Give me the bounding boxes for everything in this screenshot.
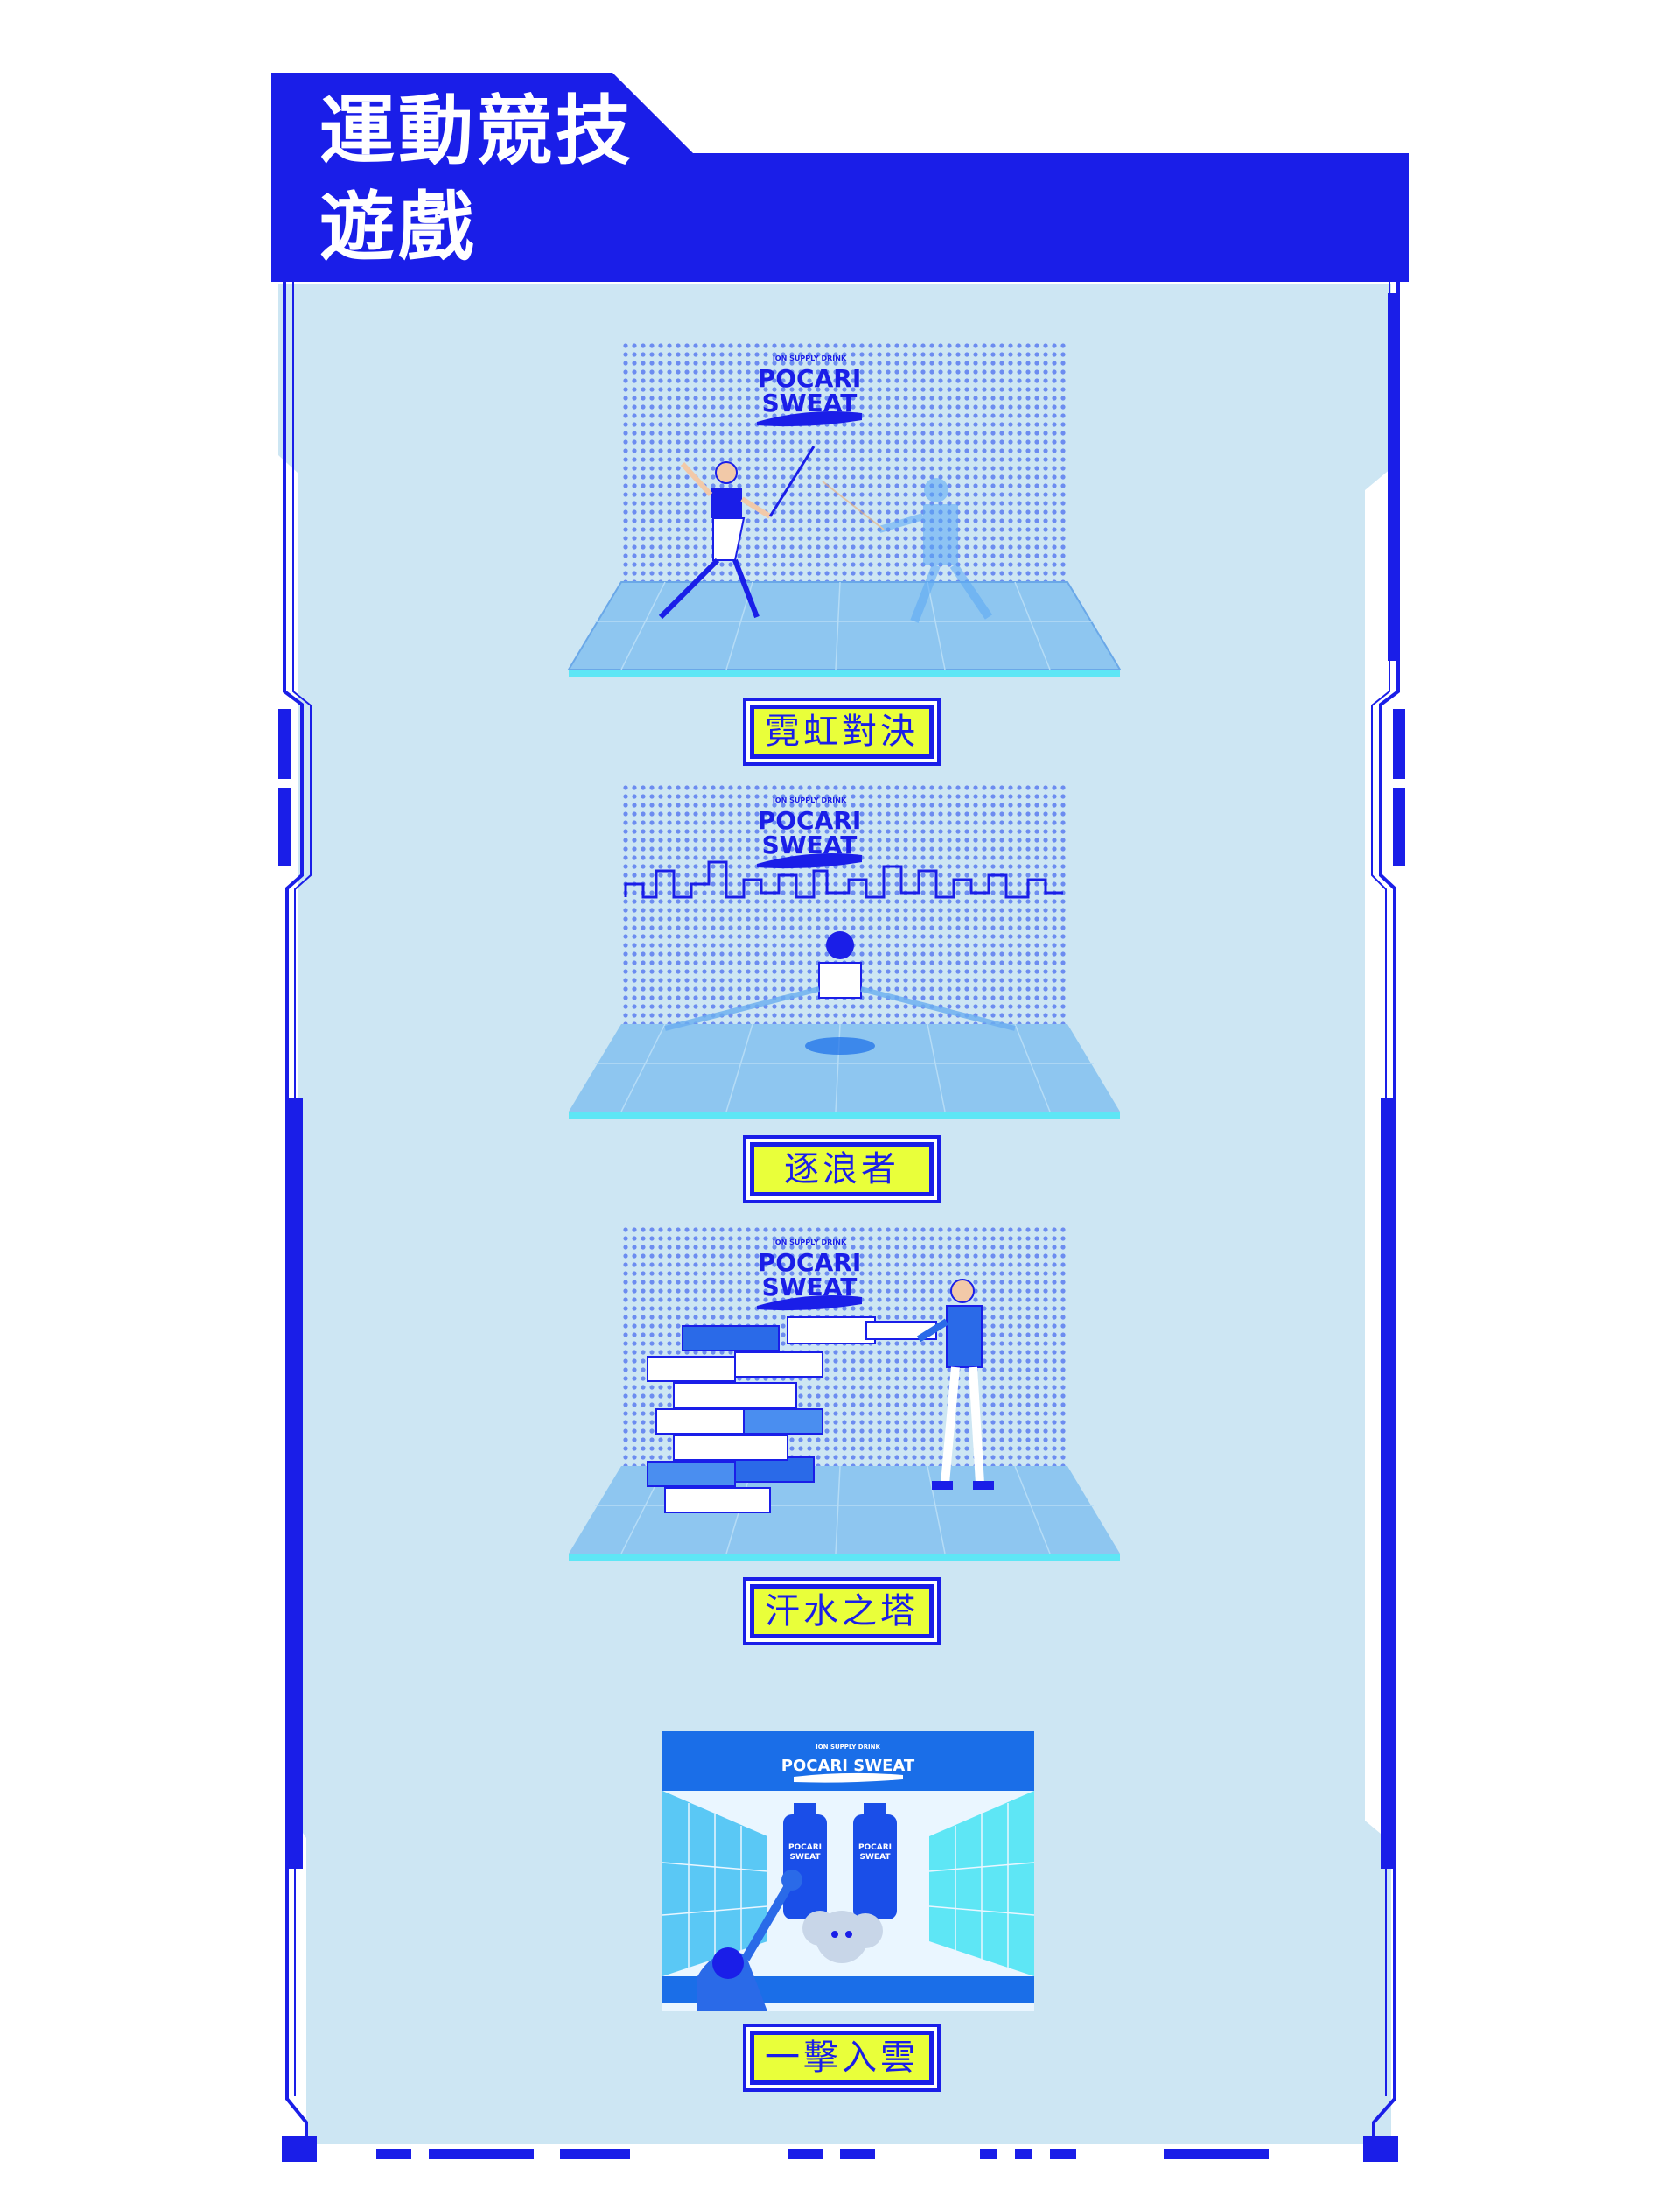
scene-tower: ION SUPPLY DRINK POCARI SWEAT xyxy=(569,1225,1120,1561)
svg-text:ION SUPPLY DRINK: ION SUPPLY DRINK xyxy=(773,1238,847,1246)
scene-cloud-punch: ION SUPPLY DRINK POCARI SWEAT POCARI SWE… xyxy=(662,1731,1034,2011)
city-skyline xyxy=(624,860,1063,899)
player-icon xyxy=(697,1870,802,2011)
bottle-icon: POCARI SWEAT xyxy=(783,1803,827,1919)
svg-text:SWEAT: SWEAT xyxy=(860,1853,892,1862)
svg-text:SWEAT: SWEAT xyxy=(790,1853,822,1862)
game-label-cloud-punch[interactable]: 一擊入雲 xyxy=(750,2031,934,2085)
ghost-fencer-icon xyxy=(822,478,993,623)
game-label-sweat-tower[interactable]: 汗水之塔 xyxy=(750,1584,934,1638)
svg-text:POCARI: POCARI xyxy=(858,1843,892,1852)
cloud-mascot-icon xyxy=(802,1911,883,1963)
page-title-line1: 運動競技 xyxy=(319,88,634,175)
block-tower-icon xyxy=(647,1316,937,1513)
game-label-wave-chaser[interactable]: 逐浪者 xyxy=(750,1142,934,1196)
brand-logo: ION SUPPLY DRINK POCARI SWEAT xyxy=(757,796,862,869)
brand-logo: ION SUPPLY DRINK POCARI SWEAT xyxy=(781,1743,915,1783)
scene-fencing: ION SUPPLY DRINK POCARI SWEAT xyxy=(567,341,1122,677)
svg-text:ION SUPPLY DRINK: ION SUPPLY DRINK xyxy=(773,354,847,362)
brand-logo: ION SUPPLY DRINK POCARI SWEAT xyxy=(757,1238,862,1311)
svg-text:POCARI SWEAT: POCARI SWEAT xyxy=(781,1757,915,1775)
scene-rowing: ION SUPPLY DRINK POCARI SWEAT xyxy=(569,783,1120,1119)
svg-text:POCARI: POCARI xyxy=(788,1843,822,1852)
svg-text:POCARI: POCARI xyxy=(758,806,862,835)
svg-text:POCARI: POCARI xyxy=(758,364,862,393)
rower-icon xyxy=(664,931,1016,1055)
page-title: 運動競技 遊戲 xyxy=(319,83,634,276)
fencer-icon xyxy=(658,446,816,620)
svg-text:ION SUPPLY DRINK: ION SUPPLY DRINK xyxy=(816,1743,880,1750)
game-label-neon-duel[interactable]: 霓虹對決 xyxy=(750,705,934,759)
svg-text:POCARI: POCARI xyxy=(758,1248,862,1277)
page-title-line2: 遊戲 xyxy=(319,184,477,271)
player-icon xyxy=(916,1279,994,1490)
svg-text:ION SUPPLY DRINK: ION SUPPLY DRINK xyxy=(773,796,847,804)
brand-logo: ION SUPPLY DRINK POCARI SWEAT xyxy=(757,354,862,427)
bottle-icon: POCARI SWEAT xyxy=(853,1803,897,1919)
